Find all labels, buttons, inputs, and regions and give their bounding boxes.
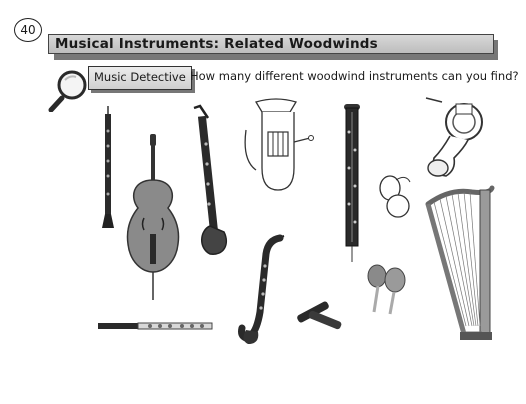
tuba-illustration	[244, 98, 314, 191]
music-detective-prompt: Music Detective How many different woodw…	[48, 64, 519, 114]
saxophone-illustration	[238, 234, 285, 344]
flute-illustration	[98, 322, 213, 330]
page-title: Musical Instruments: Related Woodwinds	[48, 34, 494, 54]
french-horn-illustration	[425, 97, 483, 177]
bassoon-illustration	[344, 104, 360, 262]
claves-illustration	[297, 301, 342, 330]
magnifying-glass-icon	[48, 70, 87, 112]
music-detective-label: Music Detective	[88, 66, 192, 90]
question-text: How many different woodwind instruments …	[190, 69, 519, 83]
cello-illustration	[126, 134, 180, 300]
page-number: 40	[14, 18, 42, 42]
castanets-illustration	[379, 175, 411, 218]
maracas-illustration	[367, 264, 406, 315]
oboe-illustration	[102, 106, 114, 228]
bass-clarinet-illustration	[193, 104, 228, 255]
harp-illustration	[425, 185, 495, 340]
